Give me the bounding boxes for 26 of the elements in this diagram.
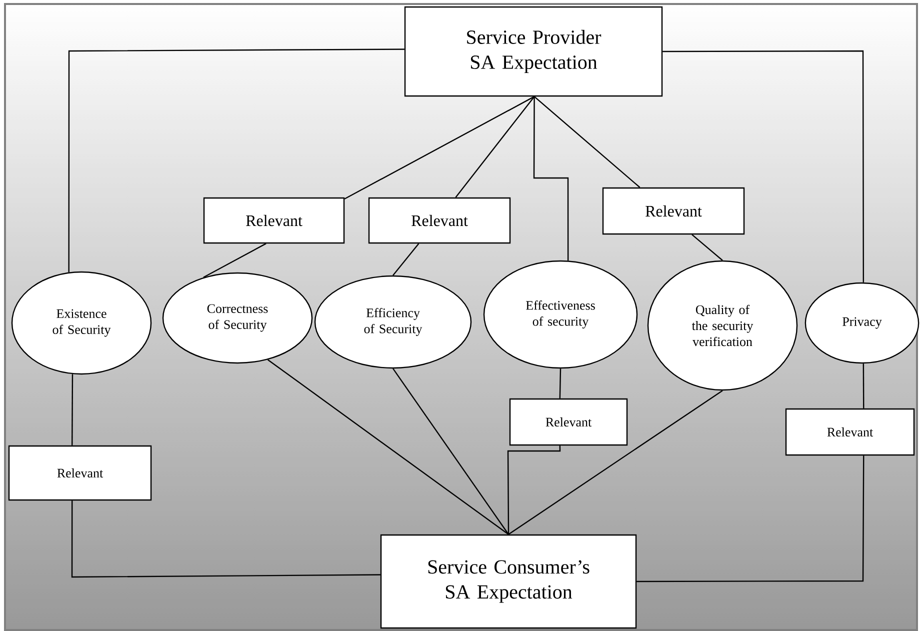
connector-line — [203, 243, 266, 278]
connector-line — [72, 374, 74, 446]
connector-line — [344, 96, 535, 200]
relevance-box: Relevant — [509, 398, 628, 446]
relevance-box: Relevant — [785, 408, 915, 456]
connector-line — [508, 390, 723, 535]
relevance-box: Relevant — [602, 187, 745, 235]
title-box: Service Provider SA Expectation — [404, 6, 663, 97]
title-box: Service Consumer’s SA Expectation — [380, 534, 637, 629]
relevance-box: Relevant — [203, 197, 345, 244]
connector-line — [392, 368, 509, 535]
connector-line — [533, 96, 569, 261]
connector-line — [534, 96, 640, 188]
connector-line — [559, 368, 562, 398]
connector-line — [455, 96, 535, 198]
connector-line — [692, 234, 723, 261]
connector-line — [68, 48, 404, 272]
connector-line — [636, 456, 864, 582]
relevance-box: Relevant — [368, 197, 511, 244]
relevance-box: Relevant — [8, 445, 152, 501]
connector-line — [507, 446, 561, 534]
connector-line — [862, 364, 864, 408]
connector-line — [392, 243, 420, 276]
connector-line — [267, 359, 509, 535]
connector-line — [71, 500, 380, 578]
connector-line — [662, 50, 864, 282]
